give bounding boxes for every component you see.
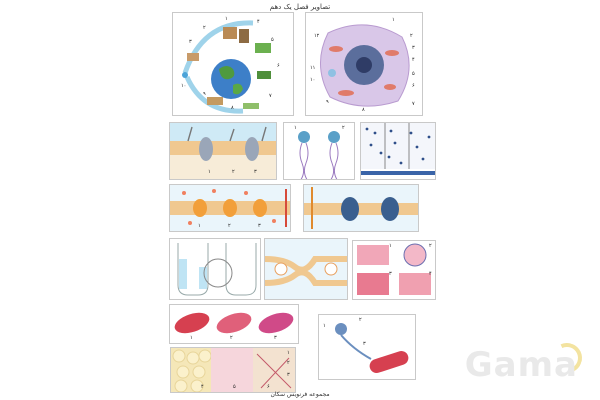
page-title: تصاویر فصل یک دهم	[269, 3, 331, 11]
panel-neuron: ۱ ۲ ۳	[318, 314, 416, 380]
osmosis-figure	[177, 243, 257, 296]
earth-ecosystem-figure	[182, 20, 271, 114]
cell-label-5: ۵	[412, 71, 415, 77]
tissue-label-1: ۱	[389, 243, 392, 249]
membrane-label-3: ۳	[254, 169, 257, 175]
endocytosis-figure	[265, 239, 347, 299]
connective-label-1: ۱	[287, 350, 290, 356]
muscle-label-3: ۳	[274, 335, 277, 341]
membrane-label-1: ۱	[208, 169, 211, 175]
cell-label-7: ۷	[412, 101, 415, 107]
connective-label-6: ۶	[267, 384, 270, 390]
lipid-label-1: ۱	[294, 125, 297, 131]
label-10: ۱۰	[181, 83, 187, 89]
watermark-logo: Gama	[464, 345, 578, 385]
label-1: ۱	[225, 16, 228, 22]
connective-figure	[171, 348, 295, 392]
diffusion-figure	[361, 123, 435, 175]
carrier-protein-figure	[304, 185, 418, 231]
label-9: ۹	[203, 91, 206, 97]
cell-label-3: ۳	[412, 45, 415, 51]
membrane-figure	[170, 123, 276, 179]
panel-cell: ۱ ۲ ۳ ۴ ۵ ۶ ۷ ۸ ۹ ۱۰ ۱۱ ۱۲	[305, 12, 423, 116]
panel-osmosis	[169, 238, 261, 300]
epithelial-figure	[357, 243, 431, 295]
neuron-figure	[335, 323, 409, 374]
cell-label-12: ۱۲	[314, 33, 320, 39]
cell-label-4: ۴	[412, 57, 415, 63]
cell-label-9: ۹	[326, 99, 329, 105]
membrane-label-2: ۲	[232, 169, 235, 175]
cell-label-6: ۶	[412, 83, 415, 89]
tissue-label-2: ۲	[429, 243, 432, 249]
channel-label-1: ۱	[198, 223, 201, 229]
label-3: ۳	[189, 39, 192, 45]
neuron-label-2: ۲	[359, 317, 362, 323]
muscle-label-2: ۲	[230, 335, 233, 341]
tissue-label-4: ۴	[429, 271, 432, 277]
page-footer: مجموعه فرنویس سکان	[270, 391, 330, 398]
panel-endocytosis	[264, 238, 348, 300]
label-2: ۲	[203, 25, 206, 31]
panel-channel-proteins: ۱ ۲ ۳	[169, 184, 291, 232]
muscle-label-1: ۱	[190, 335, 193, 341]
connective-label-2: ۲	[287, 360, 290, 366]
label-8: ۸	[231, 105, 234, 111]
label-5: ۵	[271, 37, 274, 43]
panel-epithelial-tissue: ۱ ۲ ۳ ۴	[352, 240, 436, 300]
tissue-label-3: ۳	[389, 271, 392, 277]
channel-protein-figure	[170, 185, 290, 231]
channel-label-2: ۲	[228, 223, 231, 229]
label-4: ۴	[257, 19, 260, 25]
connective-label-4: ۴	[201, 384, 204, 390]
cell-label-2: ۲	[410, 33, 413, 39]
label-7: ۷	[269, 93, 272, 99]
cell-label-8: ۸	[362, 107, 365, 113]
panel-phospholipid: ۱ ۲	[283, 122, 355, 180]
panel-carrier-proteins	[303, 184, 419, 232]
neuron-label-3: ۳	[363, 341, 366, 347]
cell-label-1: ۱	[392, 17, 395, 23]
connective-label-5: ۵	[233, 384, 236, 390]
lipid-label-2: ۲	[342, 125, 345, 131]
label-6: ۶	[277, 63, 280, 69]
neuron-label-1: ۱	[323, 323, 326, 329]
animal-cell-figure	[319, 24, 410, 107]
panel-earth-ecosystem: ۱ ۲ ۳ ۴ ۵ ۶ ۷ ۸ ۹ ۱۰	[172, 12, 294, 116]
cell-label-10: ۱۰	[310, 77, 316, 83]
panel-diffusion-dots	[360, 122, 436, 180]
phospholipid-figure	[298, 131, 340, 179]
muscle-figure	[174, 312, 294, 334]
channel-label-3: ۳	[258, 223, 261, 229]
panel-membrane: ۱ ۲ ۳	[169, 122, 277, 180]
panel-muscle: ۱ ۲ ۳	[169, 304, 299, 344]
cell-label-11: ۱۱	[310, 65, 316, 71]
connective-label-3: ۳	[287, 372, 290, 378]
panel-connective-tissue: ۱ ۲ ۳ ۴ ۵ ۶	[170, 347, 296, 393]
